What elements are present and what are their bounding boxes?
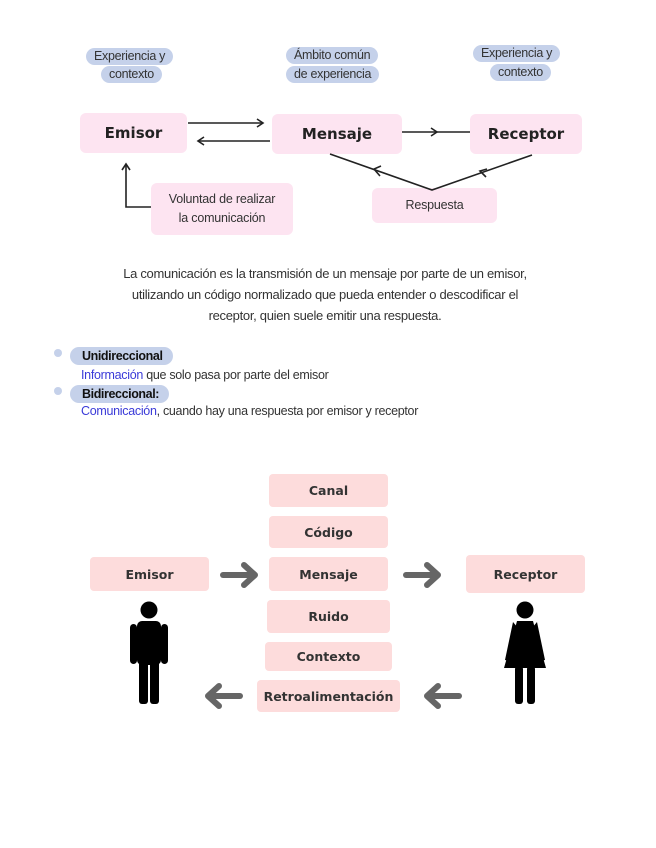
arrowhead-emisor-to-mensaje	[256, 118, 265, 128]
type-desc-rest: , cuando hay una respuesta por emisor y …	[156, 404, 419, 418]
element-mensaje-label: Mensaje	[299, 566, 358, 582]
context-label-center-line1: Ámbito común	[286, 47, 379, 64]
node-receptor: Receptor	[470, 114, 582, 154]
feedback-arrowhead-right	[478, 168, 488, 178]
element-ruido: Ruido	[267, 600, 390, 633]
type-label-unidireccional: Unidireccional	[70, 347, 173, 365]
element-receptor-label: Receptor	[493, 566, 558, 582]
element-emisor: Emisor	[90, 557, 209, 591]
node-emisor-label: Emisor	[104, 124, 163, 142]
node-mensaje: Mensaje	[272, 114, 402, 154]
node-emisor: Emisor	[80, 113, 187, 153]
type-label-bidireccional: Bidireccional:	[70, 385, 170, 403]
type-desc-rest: que solo pasa por parte del emisor	[143, 368, 329, 382]
man-icon	[130, 601, 168, 704]
type-desc-unidireccional: Información que solo pasa por parte del …	[81, 368, 329, 382]
context-label-left-line2: contexto	[101, 66, 162, 83]
context-label-right-line1: Experiencia y	[473, 45, 561, 62]
node-voluntad-line2: la comunicación	[178, 211, 266, 225]
bullet-icon	[54, 349, 62, 357]
arrowhead-voluntad-to-emisor	[121, 162, 131, 171]
element-receptor: Receptor	[466, 555, 585, 593]
element-ruido-label: Ruido	[308, 609, 349, 624]
definition-text: La comunicación es la transmisión de un …	[123, 266, 527, 323]
arrow-right-icon	[403, 562, 441, 588]
node-respuesta: Respuesta	[372, 188, 497, 223]
element-codigo-label: Código	[304, 524, 353, 540]
arrow-right-icon	[220, 562, 258, 588]
arrow-voluntad-to-emisor	[125, 164, 151, 208]
context-label-left-line1: Experiencia y	[86, 48, 174, 65]
woman-icon	[504, 601, 546, 704]
arrow-left-icon	[424, 683, 462, 709]
node-receptor-label: Receptor	[487, 125, 565, 143]
bullet-icon	[54, 387, 62, 395]
type-highlight-informacion: Información	[81, 368, 144, 382]
type-highlight-comunicacion: Comunicación	[81, 404, 157, 418]
element-contexto: Contexto	[265, 642, 392, 671]
arrow-left-icon	[205, 683, 243, 709]
node-mensaje-label: Mensaje	[301, 125, 373, 143]
element-mensaje: Mensaje	[269, 557, 388, 591]
feedback-arrowhead-left	[372, 165, 382, 177]
element-emisor-label: Emisor	[125, 566, 174, 582]
element-retroalimentacion-label: Retroalimentación	[263, 688, 394, 704]
type-desc-bidireccional: Comunicación, cuando hay una respuesta p…	[81, 404, 418, 418]
arrowhead-mensaje-to-emisor	[196, 136, 205, 146]
feedback-path	[329, 153, 533, 191]
node-voluntad: Voluntad de realizar la comunicación	[151, 183, 293, 235]
arrowhead-mensaje-to-receptor	[430, 127, 439, 137]
context-label-center-line2: de experiencia	[286, 66, 380, 83]
element-retroalimentacion: Retroalimentación	[257, 680, 400, 712]
element-contexto-label: Contexto	[296, 649, 361, 664]
element-canal-label: Canal	[308, 483, 349, 498]
element-codigo: Código	[269, 516, 388, 548]
context-label-right-line2: contexto	[490, 64, 551, 81]
node-respuesta-label: Respuesta	[405, 198, 464, 212]
element-canal: Canal	[269, 474, 388, 507]
node-voluntad-line1: Voluntad de realizar	[168, 192, 276, 206]
